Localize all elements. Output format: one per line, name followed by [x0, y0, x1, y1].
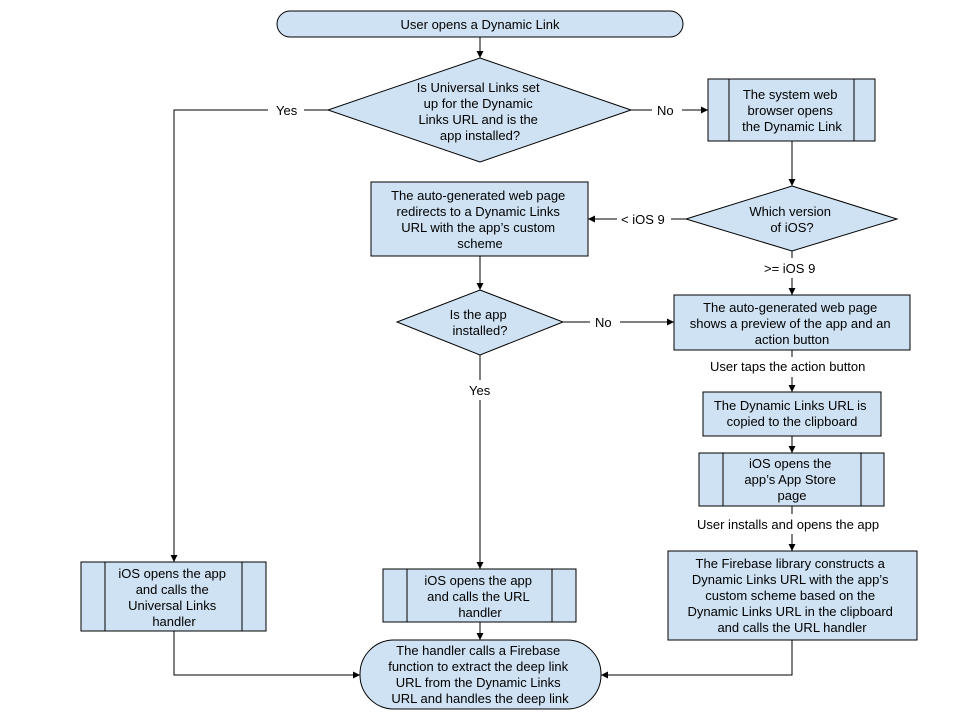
edge-label-no-right: No: [657, 103, 674, 118]
node-q-universal: Is Universal Links set up for the Dynami…: [326, 57, 633, 163]
edge-label-ge-ios9: >= iOS 9: [764, 261, 815, 276]
node-text: Which version of iOS?: [749, 204, 834, 235]
node-text: The system web browser opens the Dynamic…: [742, 87, 842, 134]
edge-labels: Yes No < iOS 9 >= iOS 9 No Yes User taps…: [268, 100, 891, 534]
node-which-ios: Which version of iOS?: [684, 185, 899, 252]
edge-firebase-to-handler: [601, 640, 793, 679]
node-text: The Dynamic Links URL is copied to the c…: [714, 398, 870, 429]
node-text: The Firebase library constructs a Dynami…: [687, 556, 896, 635]
node-start: User opens a Dynamic Link: [276, 10, 684, 38]
node-text: Is the app installed?: [450, 307, 511, 338]
node-redirect-page: The auto-generated web page redirects to…: [370, 181, 589, 257]
node-preview-page: The auto-generated web page shows a prev…: [673, 294, 911, 351]
node-text: User opens a Dynamic Link: [401, 17, 560, 32]
edge-label-no-installed: No: [595, 315, 612, 330]
edge-label-yes-left: Yes: [276, 103, 298, 118]
node-text: iOS opens the app and calls the Universa…: [118, 566, 229, 629]
node-text: iOS opens the app’s App Store page: [744, 456, 839, 503]
node-browser-opens: The system web browser opens the Dynamic…: [707, 78, 876, 142]
edge-label-lt-ios9: < iOS 9: [621, 212, 665, 227]
edge-q-universal-yes: [170, 109, 328, 562]
node-open-universal: iOS opens the app and calls the Universa…: [80, 561, 267, 632]
node-q-installed: Is the app installed?: [395, 289, 565, 356]
node-firebase-lib: The Firebase library constructs a Dynami…: [667, 550, 918, 641]
node-app-store: iOS opens the app’s App Store page: [698, 452, 885, 507]
node-handler-end: The handler calls a Firebase function to…: [359, 639, 602, 710]
edge-label-user-taps: User taps the action button: [710, 359, 865, 374]
node-text: The auto-generated web page redirects to…: [391, 188, 569, 251]
node-text: Is Universal Links set up for the Dynami…: [417, 80, 543, 143]
node-copied: The Dynamic Links URL is copied to the c…: [702, 391, 882, 437]
edge-label-user-installs: User installs and opens the app: [697, 517, 879, 532]
edge-open-universal-to-handler: [173, 631, 360, 679]
node-text: The auto-generated web page shows a prev…: [690, 300, 895, 347]
edge-label-yes-installed: Yes: [469, 383, 491, 398]
node-text: The handler calls a Firebase function to…: [388, 643, 572, 706]
node-text: iOS opens the app and calls the URL hand…: [424, 573, 535, 620]
node-open-url-handler: iOS opens the app and calls the URL hand…: [382, 568, 577, 623]
